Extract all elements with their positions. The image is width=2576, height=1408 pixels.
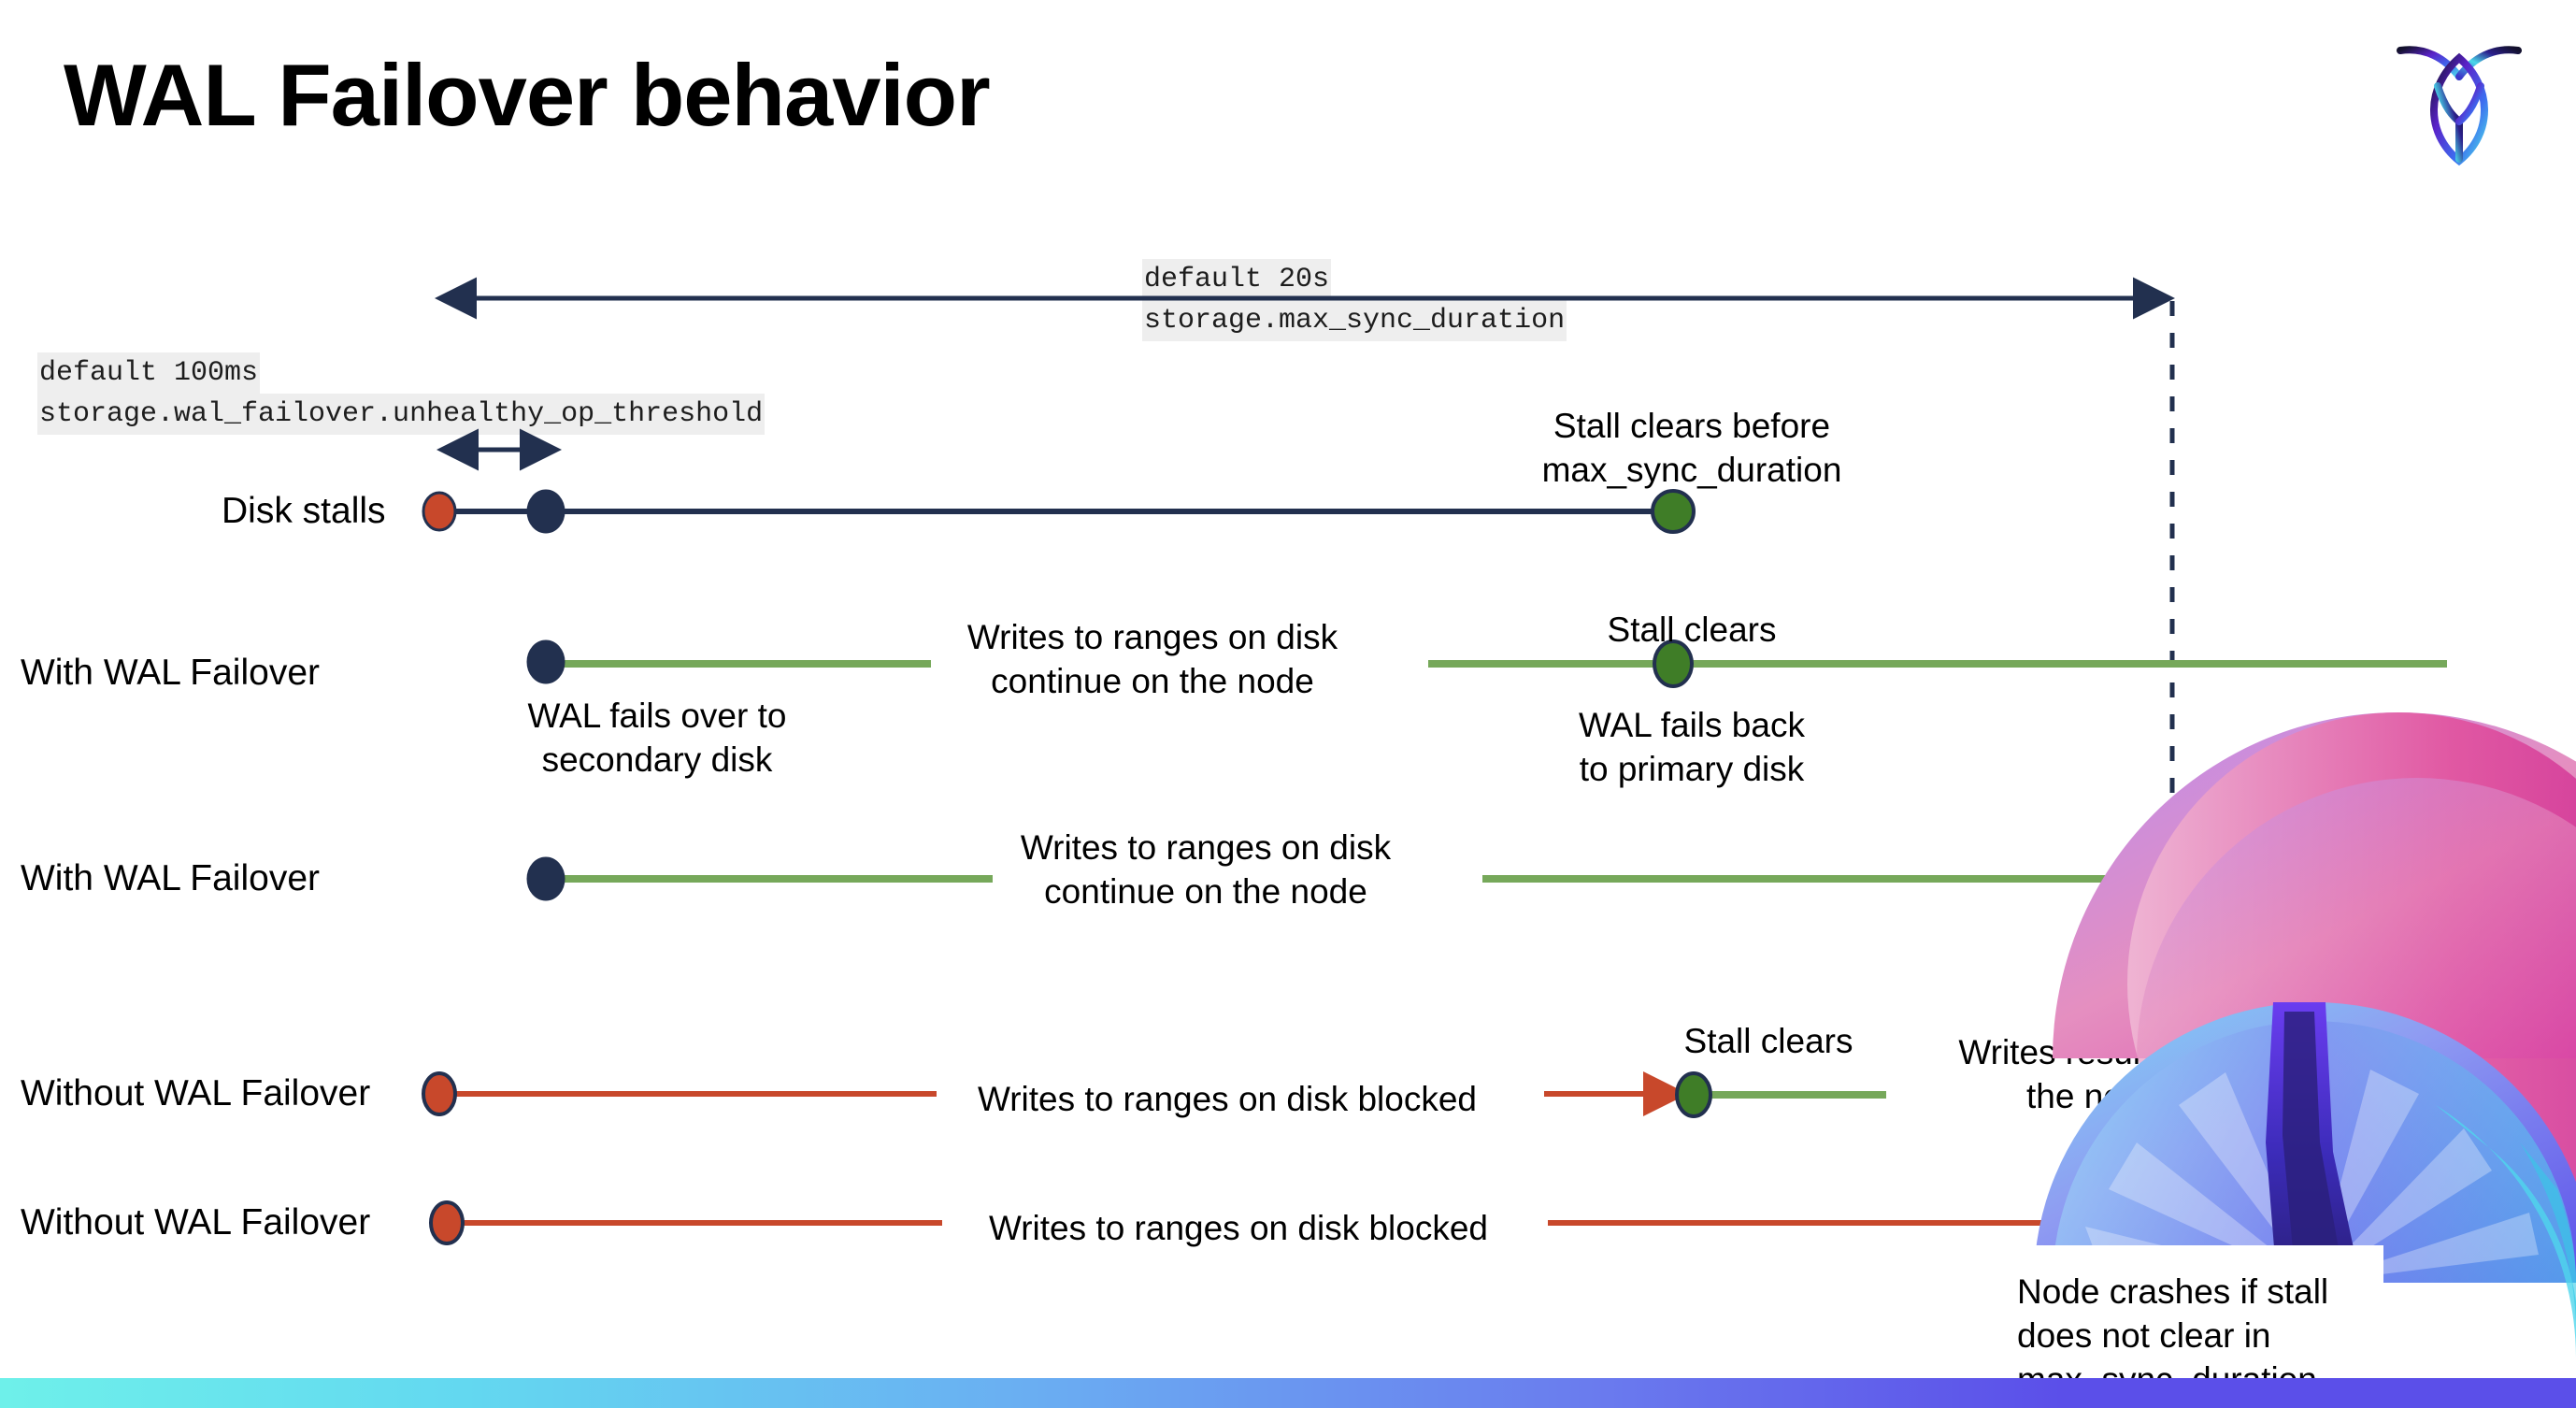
row-label-without-wal-failover-2: Without WAL Failover bbox=[21, 1202, 371, 1243]
bottom-gradient-bar bbox=[0, 1378, 2576, 1408]
row-disk-stalls-graphics bbox=[422, 489, 1696, 534]
max-sync-duration-name: storage.max_sync_duration bbox=[1142, 300, 1567, 341]
annotation-writes-resume: Writes resume on the node bbox=[1958, 1033, 2229, 1115]
row-with-wal-failover-1-graphics bbox=[526, 639, 2447, 688]
row-label-with-wal-failover-1: With WAL Failover bbox=[21, 653, 320, 693]
max-sync-duration-default: default 20s bbox=[1142, 259, 1332, 300]
cockroachdb-logo-icon bbox=[2389, 28, 2529, 168]
row-label-without-wal-failover-1: Without WAL Failover bbox=[21, 1073, 371, 1113]
unhealthy-op-threshold-name: storage.wal_failover.unhealthy_op_thresh… bbox=[37, 394, 766, 435]
annotation-writes-continue-2: Writes to ranges on disk continue on the… bbox=[1020, 828, 1392, 911]
annotation-stall-clears-before-max: Stall clears before max_sync_duration bbox=[1541, 407, 1842, 489]
annotation-writes-blocked-2: Writes to ranges on disk blocked bbox=[988, 1209, 1489, 1247]
annotation-stall-clears-b: Stall clears bbox=[1683, 1022, 1853, 1060]
max-sync-duration-setting: default 20s storage.max_sync_duration bbox=[1142, 259, 1567, 341]
annotation-writes-blocked-1: Writes to ranges on disk blocked bbox=[977, 1080, 1478, 1118]
annotation-writes-continue-1: Writes to ranges on disk continue on the… bbox=[966, 618, 1338, 700]
annotation-wal-fails-back: WAL fails back to primary disk bbox=[1579, 706, 1805, 788]
row-label-with-wal-failover-2: With WAL Failover bbox=[21, 858, 320, 898]
unhealthy-op-threshold-setting: default 100ms storage.wal_failover.unhea… bbox=[37, 352, 766, 435]
annotation-wal-fails-over: WAL fails over to secondary disk bbox=[527, 697, 787, 779]
annotation-stall-clears-a: Stall clears bbox=[1607, 611, 1777, 649]
unhealthy-op-threshold-default: default 100ms bbox=[37, 352, 261, 394]
page-title: WAL Failover behavior bbox=[64, 46, 991, 144]
row-label-disk-stalls: Disk stalls bbox=[222, 491, 386, 531]
annotation-node-crashes-1: Node crashes if stall does not clear in … bbox=[2219, 795, 2531, 921]
